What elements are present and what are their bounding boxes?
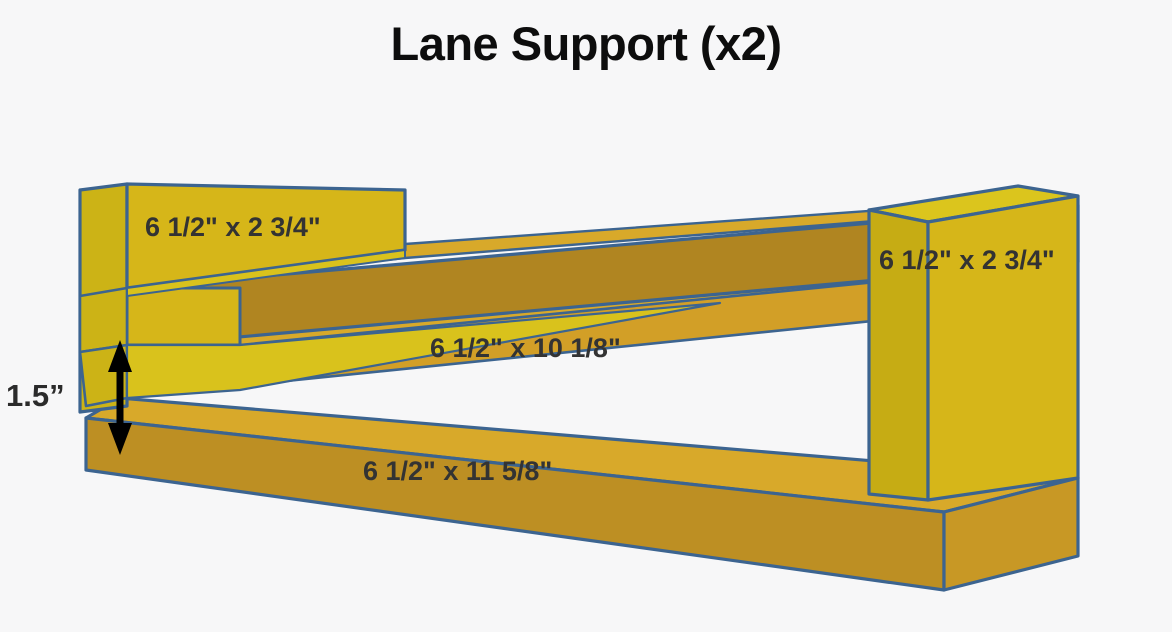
left-post-dimension-label: 6 1/2" x 2 3/4": [145, 212, 321, 242]
page-title: Lane Support (x2): [390, 17, 782, 70]
bottom-board-right-face: [942, 476, 1080, 592]
right-post-front-face: [926, 194, 1080, 502]
bottom-board-shape: [84, 396, 1080, 592]
thickness-dimension-arrow: [108, 340, 132, 455]
left-post-deck-slant: [126, 249, 406, 297]
left-post-shape: [78, 182, 722, 414]
left-post-lower-face: [125, 286, 242, 347]
left-post-mid-wedge: [125, 301, 722, 400]
bottom-board-dimension-label: 6 1/2" x 11 5/8": [363, 456, 553, 486]
dimension-arrow-head-bottom: [108, 423, 132, 455]
right-post-shape: [867, 184, 1080, 502]
dimension-arrow-head-top: [108, 340, 132, 372]
middle-board-dimension-label: 6 1/2" x 10 1/8": [430, 333, 621, 363]
right-post-dimension-label: 6 1/2" x 2 3/4": [879, 245, 1055, 275]
thickness-dimension-label: 1.5”: [6, 378, 65, 413]
